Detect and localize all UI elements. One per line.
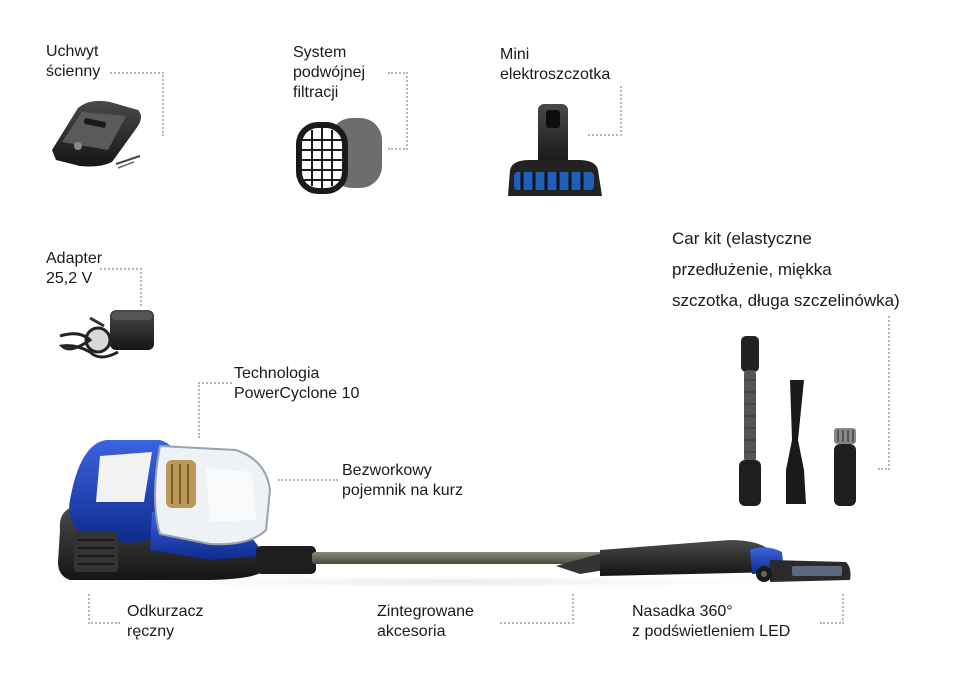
label-adapter: Adapter 25,2 V (46, 250, 103, 287)
label-car-kit: Car kit (elastyczne przedłużenie, miękka… (672, 229, 900, 310)
leader-wall-mount (110, 72, 164, 136)
label-filter: System podwójnej filtracji (293, 44, 366, 101)
label-accessories: Zintegrowane akcesoria (377, 603, 474, 640)
leader-adapter (100, 268, 142, 306)
leader-cyclone (198, 382, 232, 438)
leader-nozzle (820, 594, 844, 624)
integrated-accessories-image (256, 546, 630, 574)
adapter-image (58, 310, 154, 359)
label-wall-mount: Uchwyt ścienny (46, 43, 101, 80)
leader-mini-brush (588, 86, 622, 136)
car-kit-image (739, 336, 856, 506)
label-mini-brush: Mini elektroszczotka (500, 46, 611, 83)
wall-mount-image (52, 100, 141, 169)
leader-accessories (500, 594, 574, 624)
leader-handheld (88, 594, 120, 624)
dust-bin-image (154, 444, 272, 546)
mini-brush-image (508, 104, 602, 196)
nozzle-360-image (600, 540, 851, 582)
label-cyclone: Technologia PowerCyclone 10 (234, 365, 360, 402)
leader-bin (278, 479, 338, 482)
label-bin: Bezworkowy pojemnik na kurz (342, 462, 463, 499)
leader-car-kit (878, 316, 890, 470)
label-handheld: Odkurzacz ręczny (127, 603, 204, 640)
handheld-vacuum-image (58, 440, 262, 580)
leader-filter (388, 72, 408, 150)
filter-image (296, 118, 382, 194)
label-nozzle: Nasadka 360° z podświetleniem LED (632, 603, 791, 640)
